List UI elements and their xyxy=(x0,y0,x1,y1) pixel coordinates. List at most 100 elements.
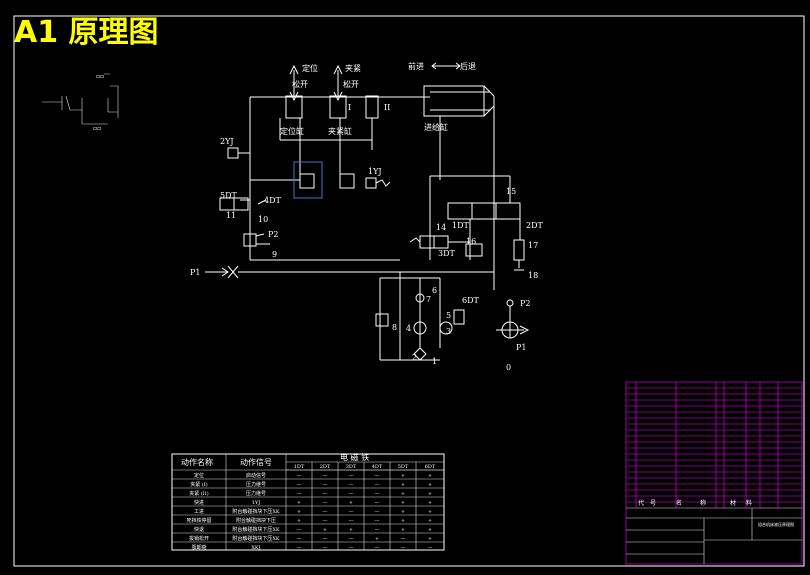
drawing-title: A1 原理图 xyxy=(14,15,159,50)
label-14: 14 xyxy=(436,223,446,232)
label-p1-left: P1 xyxy=(190,268,200,277)
table-row-signal: XKJ xyxy=(251,545,260,551)
table-row-mark: — xyxy=(349,536,354,542)
throttle-16 xyxy=(465,243,483,257)
table-row-mark: + xyxy=(428,482,432,488)
pressure-switch-2yj xyxy=(227,147,239,159)
table-row-signal: 启动信号 xyxy=(246,472,266,479)
label-feed-cylinder: 进给缸 xyxy=(424,122,448,132)
check-valve-7 xyxy=(415,293,425,303)
title-block-footer-header: 材 xyxy=(730,499,736,507)
directional-valve-15 xyxy=(447,202,521,220)
table-row-mark: — xyxy=(375,509,380,515)
table-row-mark: — xyxy=(297,473,302,479)
table-row-mark: + xyxy=(349,527,353,533)
table-row-mark: + xyxy=(428,527,432,533)
table-row-signal: 附台触碰挡块下压XK xyxy=(232,526,280,533)
table-row-mark: + xyxy=(428,473,432,479)
label-2dt: 2DT xyxy=(526,221,544,230)
check-valve-highlight xyxy=(293,161,323,199)
solenoid-header: 6DT xyxy=(425,464,436,470)
table-row-mark: + xyxy=(401,518,405,524)
table-row-signal: 附台触碰挡块下压XK xyxy=(232,535,280,542)
label-p2-right: P2 xyxy=(520,299,530,308)
table-row-mark: + xyxy=(297,500,301,506)
table-row-mark: + xyxy=(401,482,405,488)
sketch-detail: ▫▫ ▫▫ xyxy=(42,73,119,132)
table-row-mark: — xyxy=(323,500,328,506)
table-row-mark: — xyxy=(401,536,406,542)
title-block-footer-header: 名 xyxy=(676,499,682,507)
table-row-mark: — xyxy=(375,473,380,479)
table-row-mark: + xyxy=(428,536,432,542)
table-row-mark: — xyxy=(297,491,302,497)
table-row-signal: 1YJ xyxy=(252,500,261,506)
label-8: 8 xyxy=(392,323,397,332)
table-row-mark: — xyxy=(375,527,380,533)
table-row-action: 泵卸荷 xyxy=(191,544,206,551)
table-row-mark: + xyxy=(428,518,432,524)
table-row-mark: — xyxy=(323,518,328,524)
table-row-mark: — xyxy=(323,536,328,542)
label-6: 6 xyxy=(432,286,437,295)
clamp-cylinder-2 xyxy=(365,95,379,119)
table-row-action: 夹紧 (II) xyxy=(189,490,208,497)
table-row-mark: + xyxy=(401,473,405,479)
label-clamp-loosen: 松开 xyxy=(343,79,359,89)
solenoid-header: 4DT xyxy=(372,464,383,470)
table-row-mark: + xyxy=(297,518,301,524)
label-locate-loosen: 松开 xyxy=(292,79,308,89)
table-row-mark: + xyxy=(401,527,405,533)
table-row-action: 定位 xyxy=(194,472,204,479)
table-row-action: 拔销松开 xyxy=(189,535,209,542)
label-feed-back: 后退 xyxy=(460,61,476,71)
label-locate-cylinder: 定位缸 xyxy=(280,126,304,136)
table-row-mark: — xyxy=(323,509,328,515)
table-row-mark: — xyxy=(297,536,302,542)
table-row-mark: — xyxy=(297,482,302,488)
table-row-mark: + xyxy=(375,536,379,542)
title-block-footer-header: 号 xyxy=(650,500,656,507)
label-clamp-cylinder: 夹紧缸 xyxy=(328,126,352,136)
pressure-switch-1yj xyxy=(365,177,377,189)
table-row-mark: + xyxy=(323,527,327,533)
gauge-dial-icon xyxy=(506,299,514,307)
label-1yj: 1YJ xyxy=(368,167,382,176)
feed-cylinder xyxy=(423,85,485,117)
pump-3 xyxy=(439,321,453,335)
table-row-mark: + xyxy=(428,509,432,515)
label-17: 17 xyxy=(528,241,538,250)
label-feed-forward: 前进 xyxy=(408,61,424,71)
table-row-mark: + xyxy=(349,500,353,506)
table-row-mark: + xyxy=(401,500,405,506)
table-row-mark: — xyxy=(297,527,302,533)
relief-valve-8 xyxy=(375,313,389,327)
label-locate-top: 定位 xyxy=(302,63,318,73)
table-row-mark: — xyxy=(349,518,354,524)
drawing-border xyxy=(13,15,805,567)
table-header-solenoid: 电 磁 铁 xyxy=(340,452,369,462)
title-block-footer-header: 称 xyxy=(700,499,706,507)
table-row-action: 死挡铁停留 xyxy=(186,517,211,524)
label-2yj: 2YJ xyxy=(220,137,234,146)
table-row-mark: — xyxy=(375,482,380,488)
label-3dt: 3DT xyxy=(438,249,456,258)
table-row-action: 快进 xyxy=(194,499,204,506)
solenoid-header: 1DT xyxy=(294,464,305,470)
table-row-mark: + xyxy=(297,509,301,515)
label-clamp-top: 夹紧 xyxy=(345,63,361,73)
table-row-mark: — xyxy=(323,482,328,488)
label-15: 15 xyxy=(506,187,516,196)
solenoid-header: 5DT xyxy=(398,464,409,470)
table-row-mark: — xyxy=(297,545,302,551)
component-17 xyxy=(513,239,525,261)
table-row-mark: — xyxy=(428,545,433,551)
solenoid-header: 2DT xyxy=(320,464,331,470)
table-row-signal: 压力继号 xyxy=(246,490,266,497)
label-18: 18 xyxy=(528,271,538,280)
table-row-mark: — xyxy=(323,491,328,497)
circuit-labels: 定位 松开 夹紧 松开 前进 后退 定位缸 夹紧缸 进给缸 I II 2YJ 1… xyxy=(190,61,544,372)
title-block-footer-header: 代 xyxy=(638,499,644,507)
table-row-mark: — xyxy=(375,545,380,551)
